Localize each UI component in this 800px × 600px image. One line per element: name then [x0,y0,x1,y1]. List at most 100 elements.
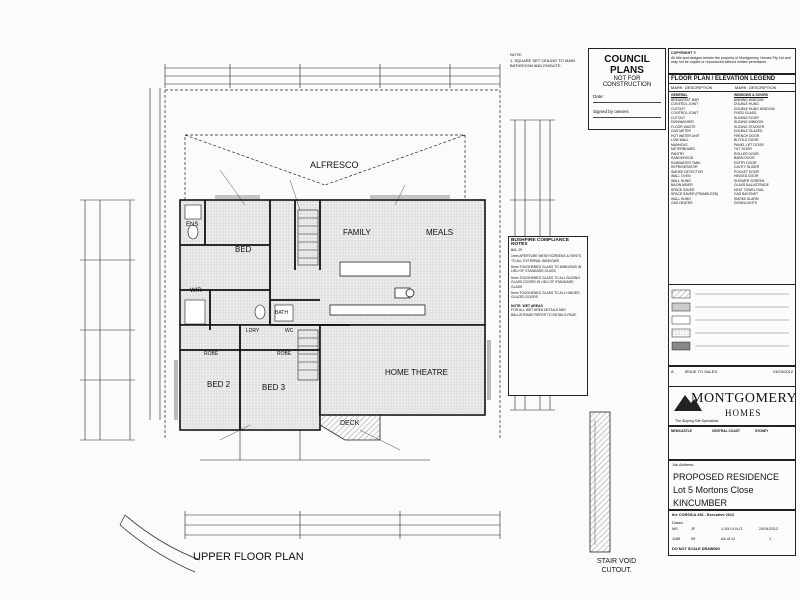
legend-col-desc-2: DESCRIPTION [749,85,777,90]
job-line-1: PROPOSED RESIDENCE [673,472,780,482]
legend-windows-item: BARN DOOR [734,156,755,160]
job-address-label: Job Address: [672,463,694,467]
note-heading: NOTE: [510,52,523,57]
meta-date: 24/04/2012 [759,527,779,531]
room-label-meals: MEALS [426,228,454,237]
legend-general-item: CONTROL JOINT [671,111,699,115]
legend-general-item: HOT WATER UNIT [671,133,700,138]
legend-windows-item: AWNING WINDOW [734,97,764,102]
council-title: COUNCIL PLANS [604,54,650,76]
brand-tagline: The Sloping Site Specialists [675,419,719,423]
legend-general-item: CONTROL JOINT [671,102,699,106]
stair-title-line-1: STAIR VOID [597,558,637,565]
legend-windows-item: PANEL LIFT DOOR [734,142,764,147]
legend-windows-item: SHOWER SCREEN [734,178,765,183]
legend-col-mark-2: MARK [735,85,747,90]
legend-general-item: REFRIGERATOR [671,165,698,169]
revision: 1 [769,537,772,541]
sheet-number: A4 of 12 [721,537,736,541]
wet-areas-text: FOR ALL WET AREA DETAILS AND BALUSTRADE … [511,308,577,317]
office-1: NEWCASTLE [671,429,692,433]
room-label-robe-2: ROBE [277,351,292,357]
brand-sub: HOMES [725,408,762,418]
room-label-ldry: LDRY [246,328,260,334]
issue-text: ISSUE TO SALES [684,369,718,374]
plan-title: UPPER FLOOR PLAN [193,551,304,563]
office-2: CENTRAL COAST [711,429,741,433]
job-line-3: KINCUMBER [673,498,728,508]
legend-col-mark: MARK [671,85,683,90]
legend-windows-item: ROLLER DOOR [734,151,759,156]
room-label-bath: BATH [275,310,288,316]
issue-rev: A [671,369,674,374]
legend-general-item: RAINWATER TANK [671,160,701,165]
wet-areas-title: NOTE: WET AREAS [511,303,543,308]
legend-general-item: SPACE SAVER [671,187,695,192]
legend-windows-item: DOWNLIGHTS [734,201,757,205]
legend-col-desc: DESCRIPTION [685,85,713,90]
legend-windows-item: TILT DOOR [734,147,752,151]
room-label-home-theatre: HOME THEATRE [385,368,448,377]
bushfire-note: 5mm TOUGHENED GLASS TO ALL SLIDING GLASS… [511,275,580,289]
bushfire-note-list: 1mm APERTURE MESH SCREENS & VENTS TO ALL… [511,254,585,300]
copyright-title: COPYRIGHT © [671,51,697,55]
drawn-by: MS [672,527,678,531]
issue-date: 24/04/2012 [772,369,793,374]
job-address-block: Job Address: PROPOSED RESIDENCE Lot 5 Mo… [668,460,796,510]
bushfire-title: BUSHFIRE COMPLIANCE NOTES [511,238,570,248]
legend-windows-item: SMOKE ALARM [734,196,759,201]
copyright-text: All title and designs remain the propert… [671,55,791,65]
room-label-alfresco: ALFRESCO [310,160,359,170]
room-label-bed2: BED 2 [207,380,231,389]
drawing-meta: the CORSICA 236 - Executive 2012 Drawn M… [668,510,796,556]
legend-column-headers: MARK DESCRIPTION MARK DESCRIPTION [669,84,795,92]
bushfire-bal: BAL 29 [511,247,522,252]
legend-general-item: CUTOUT [671,115,686,120]
council-date-field: Date: [593,94,661,103]
office-3: SYDNEY [754,429,769,433]
legend-windows-item: SLIDING STACKER [734,124,765,129]
legend-table: FLOOR PLAN / ELEVATION LEGEND MARK DESCR… [668,74,796,302]
stair-void-title: STAIR VOID CUTOUT. [597,557,636,575]
legend-windows-item: DOUBLE GLAZED [734,129,763,133]
stair-title-line-2: CUTOUT. [601,567,632,574]
drawn-label: Drawn [672,521,683,525]
design-name: the CORSICA 236 - Executive 2012 [672,513,735,517]
legend-general-item: MANHOLE [671,142,688,147]
company-logo: MONTGOMERY HOMES The Sloping Site Specia… [668,386,797,426]
legend-windows-item: SLIDING DOOR [734,115,759,120]
room-label-robe-1: ROBE [204,351,219,357]
legend-general-item: FLOOR WASTE [671,124,696,129]
hatch-key-graphic [671,289,789,351]
legend-general-item: PANTRY [671,151,685,156]
council-plans-stamp: COUNCIL PLANS NOT FOR CONSTRUCTION Date:… [588,48,666,130]
issue-row: A ISSUE TO SALES 24/04/2012 [668,366,796,388]
legend-windows-item: CAVITY SLIDER [734,165,760,169]
legend-windows-item: FRENCH DOOR [734,133,760,138]
do-not-scale: DO NOT SCALE DRAWING [672,547,721,551]
legend-general-item: BASIN MIXER [671,183,693,187]
legend-windows-item: GAS BAYONET [734,192,759,196]
job-sub: 99 [691,537,696,541]
note-text: 1. SQUARE SET CEILING TO MAIN BATHROOM A… [510,58,575,68]
legend-general-item: BREAKFAST BAR [671,97,699,102]
council-signed-field: Signed by owners [593,109,661,118]
room-label-ens: ENS [186,222,199,228]
legend-windows-item: SLIDING WINDOW [734,120,764,124]
mountain-logo-icon [674,395,702,411]
legend-windows-item: HINGED DOOR [734,174,759,178]
legend-windows-item: POCKET DOOR [734,169,759,174]
room-label-family: FAMILY [343,228,371,237]
room-label-wc: WC [285,328,294,334]
legend-windows-item: BI-FOLD DOOR [734,138,759,142]
legend-general-item: WALL OVEN [671,174,691,178]
legend-windows-item: ENTRY DOOR [734,160,757,165]
legend-general-item: WALL HUNG [671,196,691,201]
legend-windows-item: HEAT TOWEL RAIL [734,187,764,192]
room-label-bed3: BED 3 [262,383,286,392]
legend-title: FLOOR PLAN / ELEVATION LEGEND [669,75,795,84]
